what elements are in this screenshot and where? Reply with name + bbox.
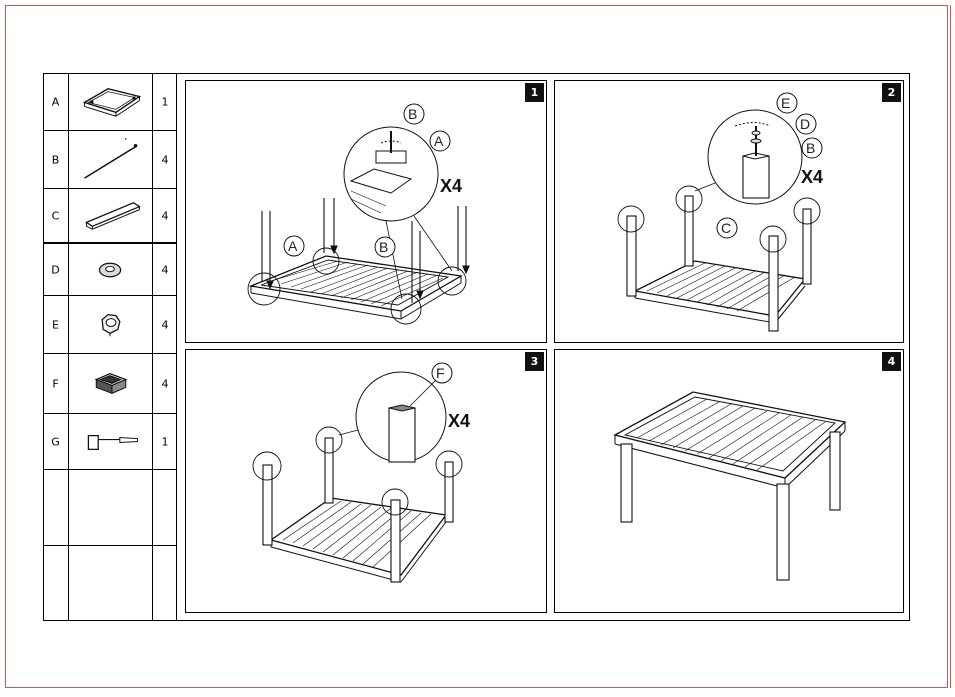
instruction-frame [43,73,910,621]
callout-label: E [781,95,790,111]
foot-cap-icon [94,372,128,395]
part-row-c: C 4 [43,189,177,243]
leg-icon [85,202,141,230]
callout-label: D [800,116,810,132]
page-border-right [950,5,951,688]
callout-label: B [408,106,417,122]
part-letter: F [52,377,59,390]
callout-label: B [806,140,815,156]
step-2-panel: E D B C X4 2 [554,80,904,343]
step-4-illustration [613,391,847,581]
part-row-e: E 4 [43,296,177,354]
callout-label: B [379,239,388,255]
step-1-illustration: B A A B [247,103,470,325]
tabletop-frame-icon [82,87,142,117]
step-4-panel: 4 [554,349,904,613]
part-letter: A [51,95,60,108]
part-row-g: G 1 [43,414,177,470]
part-row-b: B 4 [43,131,177,189]
part-qty: 1 [161,435,169,448]
callout-label: C [721,220,731,236]
allen-key-icon [87,434,139,450]
part-qty: 4 [161,318,169,331]
callout-label: A [288,238,298,254]
step-number-badge: 2 [882,83,901,102]
part-letter: B [51,153,60,166]
step-3-panel: F X4 3 [185,349,547,613]
callout-label: A [434,133,444,149]
part-row-empty [43,546,177,621]
part-letter: G [51,435,60,448]
part-row-empty [43,470,177,546]
part-qty: 4 [161,263,169,276]
step-3-illustration: F [252,362,463,583]
part-qty: 4 [161,377,169,390]
step-2-illustration: E D B C [617,92,823,332]
part-letter: E [52,318,59,331]
part-letter: C [51,209,60,222]
quantity-multiplier: X4 [801,167,824,187]
parts-table: A 1 B 4 C 4 D [43,73,177,621]
part-row-d: D 4 [43,243,177,296]
page-border [5,5,948,688]
step-1-panel: B A A B X4 1 [185,80,547,343]
quantity-multiplier: X4 [448,411,471,431]
step-number-badge: 4 [882,352,901,371]
quantity-multiplier: X4 [440,176,463,196]
callout-label: F [436,365,445,381]
part-qty: 4 [161,209,169,222]
part-qty: 1 [161,95,169,108]
part-letter: D [51,263,60,276]
step-number-badge: 1 [525,83,544,102]
part-row-f: F 4 [43,354,177,414]
part-qty: 4 [161,153,169,166]
nut-icon [101,314,121,337]
part-row-a: A 1 [43,73,177,131]
washer-icon [98,262,122,278]
step-number-badge: 3 [525,352,544,371]
bolt-icon [84,138,138,179]
